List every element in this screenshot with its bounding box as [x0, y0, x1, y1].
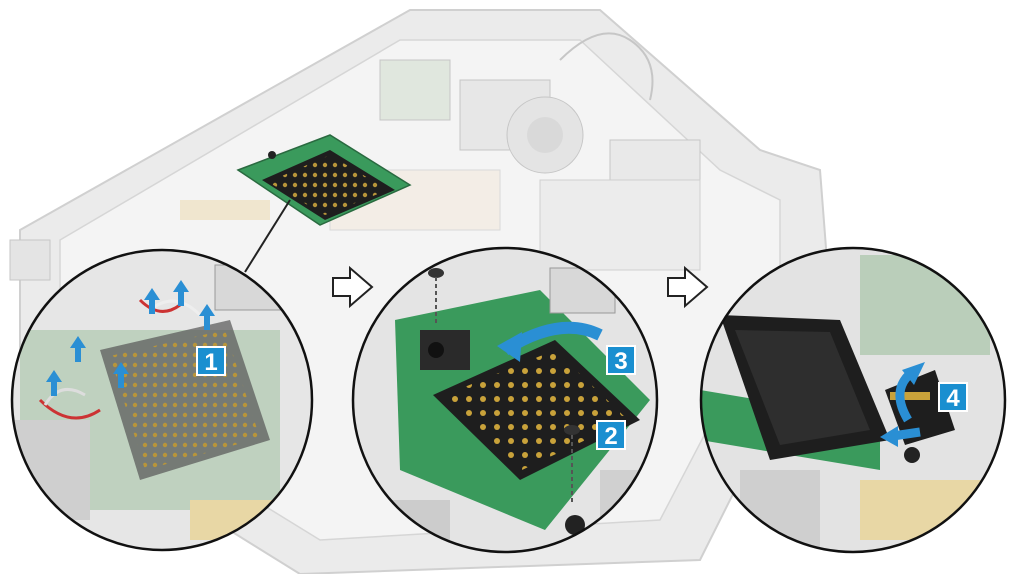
- next-arrow-2: [667, 265, 709, 309]
- callout-line: [244, 199, 291, 273]
- step-badge-3: 3: [606, 345, 636, 375]
- step-badge-4: 4: [938, 382, 968, 412]
- lift-arrows: [46, 280, 215, 396]
- screw-top: [428, 268, 444, 325]
- detail-circle-2: [351, 246, 659, 554]
- screw-bottom: [564, 425, 580, 505]
- detail-circle-1: [10, 248, 314, 552]
- step-badge-2: 2: [596, 420, 626, 450]
- next-arrow-1: [332, 265, 374, 309]
- step-badge-1: 1: [196, 346, 226, 376]
- detail-circle-3: [699, 246, 1007, 554]
- overview-module: [236, 134, 412, 226]
